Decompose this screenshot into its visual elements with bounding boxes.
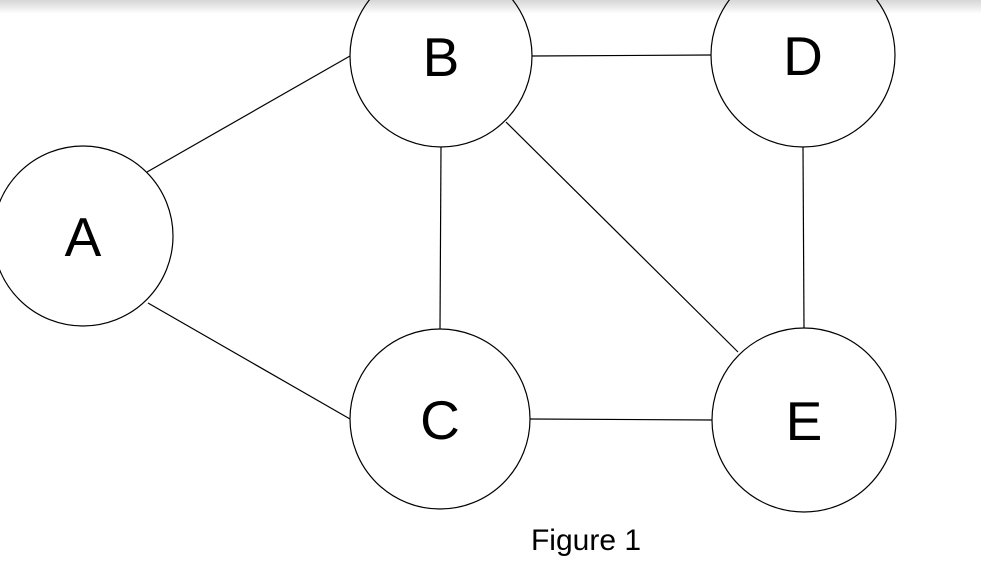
edge-B-D [531,54,712,57]
node-A-label: A [65,206,102,268]
node-E-label: E [786,390,823,452]
node-A-circle [0,145,174,327]
edge-A-C [147,302,351,420]
edge-A-B [146,55,351,173]
edge-C-E [529,418,713,421]
edge-B-C [439,146,442,330]
edge-D-E [802,146,805,329]
node-D-label: D [783,25,823,87]
node-B-circle [349,0,533,148]
node-B-label: B [423,26,460,88]
node-D-circle [710,0,896,148]
node-C-label: C [420,389,460,451]
node-E-circle [711,327,897,513]
edge-B-E [505,121,739,353]
figure-caption: Figure 1 [530,524,642,557]
node-C-circle [349,328,531,510]
